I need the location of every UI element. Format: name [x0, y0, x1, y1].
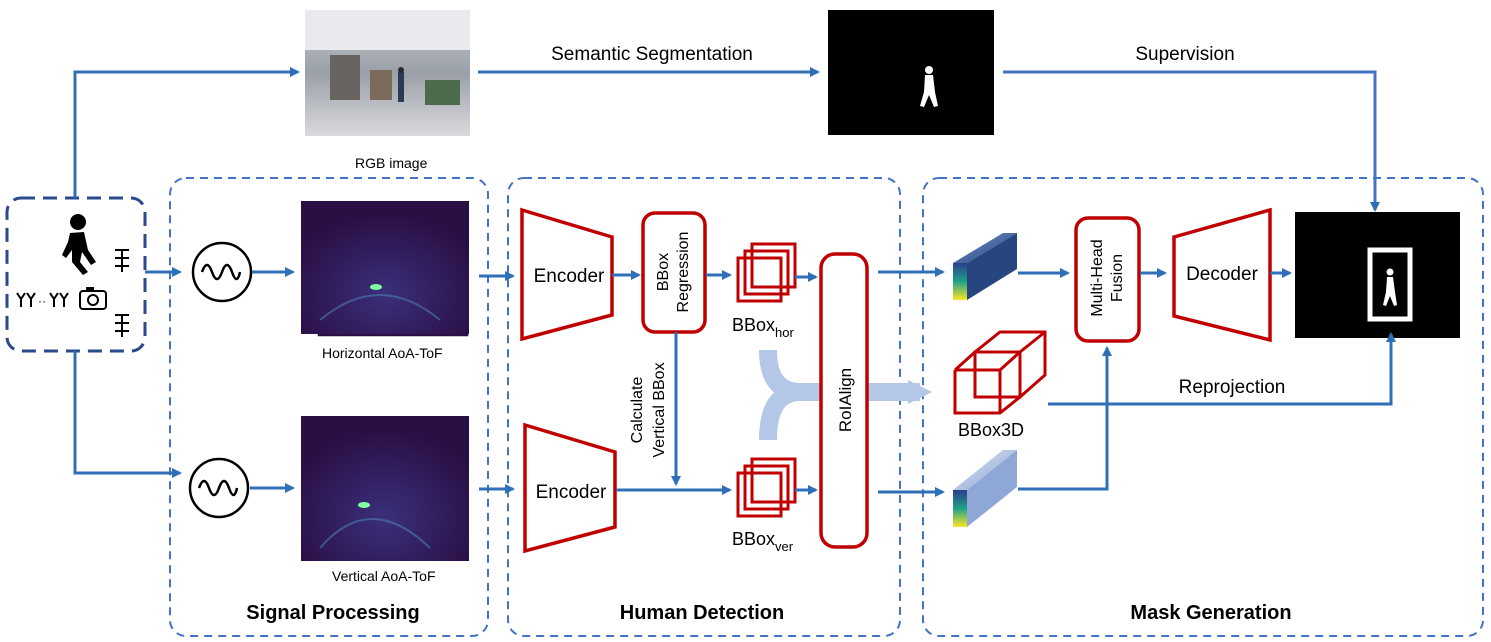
rgb-image [305, 10, 470, 136]
svg-text:Encoder: Encoder [534, 266, 605, 287]
reprojection-label: Reprojection [1179, 377, 1286, 398]
rgb-image-label: RGB image [355, 155, 428, 171]
svg-text:Decoder: Decoder [1186, 264, 1258, 285]
roialign-block: RoIAlign [819, 252, 869, 549]
sensor-to-rgb-arrow [73, 67, 300, 198]
vertical-aoa-label: Vertical AoA-ToF [332, 568, 436, 584]
segmentation-mask-image [828, 10, 994, 135]
feature-cube-bottom [953, 450, 1017, 527]
bbox-ver-label: BBoxver [732, 529, 794, 554]
bbox-hor-stack [736, 242, 797, 303]
antenna-array-icon: ·· [16, 249, 129, 337]
bbox3d-label: BBox3D [958, 420, 1024, 440]
svg-text:Multi-Head: Multi-Head [1089, 239, 1106, 316]
mask-generation-box [922, 177, 1484, 637]
output-mask-image [1295, 212, 1460, 338]
vertical-aoa-stack [301, 416, 470, 561]
horizontal-aoa-label: Horizontal AoA-ToF [322, 345, 443, 361]
sine-wave-icon [191, 241, 253, 303]
calc-vertical-label-1: Calculate [629, 377, 646, 444]
svg-text:··: ·· [38, 294, 46, 308]
fusion-fork [759, 349, 932, 441]
sensor-to-vertical-arrow [73, 351, 182, 478]
horizontal-aoa-stack [301, 201, 470, 338]
supervision-arrow [1003, 70, 1380, 212]
feat-bottom-to-fusion-arrow [1018, 346, 1112, 491]
semantic-segmentation-label: Semantic Segmentation [551, 44, 753, 65]
person-walking-icon [62, 214, 96, 275]
bbox-hor-label: BBoxhor [732, 315, 794, 340]
svg-text:Fusion: Fusion [1109, 254, 1126, 302]
reprojection-arrow [1048, 332, 1396, 406]
section-title-human-detection: Human Detection [620, 602, 784, 624]
section-title-mask-generation: Mask Generation [1130, 602, 1291, 624]
svg-text:BBox: BBox [655, 253, 672, 291]
decoder-block: Decoder [1172, 207, 1272, 343]
bbox-regression-block: BBox Regression [641, 211, 707, 334]
feature-cube-top [953, 233, 1017, 300]
encoder-horizontal: Encoder [520, 207, 614, 342]
bbox-ver-stack [736, 457, 797, 518]
multihead-fusion-block: Multi-Head Fusion [1074, 216, 1141, 343]
section-title-signal-processing: Signal Processing [246, 602, 419, 624]
sine-wave-icon [188, 457, 250, 519]
camera-icon [79, 287, 107, 310]
calc-vertical-label-2: Vertical BBox [651, 362, 668, 457]
bbox3d-cube [953, 330, 1047, 415]
human-detection-box [507, 177, 901, 637]
svg-text:Encoder: Encoder [536, 482, 607, 503]
encoder-vertical: Encoder [523, 422, 617, 554]
signal-processing-box [169, 177, 489, 637]
svg-text:RoIAlign: RoIAlign [836, 368, 855, 432]
supervision-label: Supervision [1135, 44, 1234, 65]
svg-text:Regression: Regression [675, 232, 692, 313]
